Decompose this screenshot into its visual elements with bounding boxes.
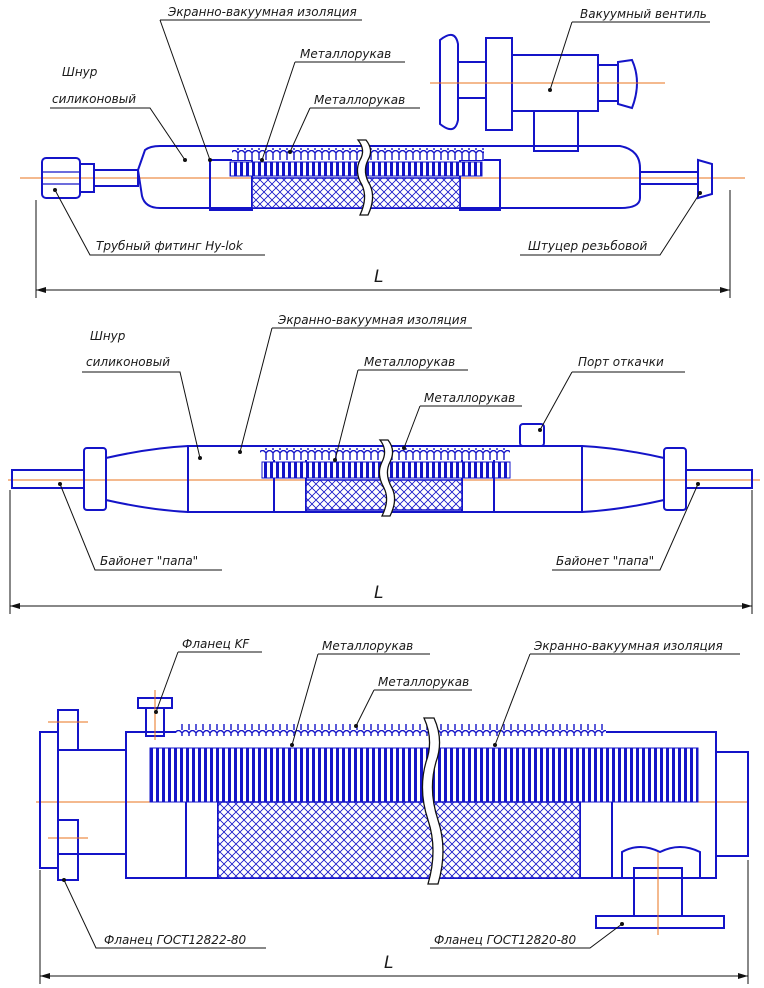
- flange-gost-12820: [595, 846, 725, 935]
- label-cord-line2: силиконовый: [86, 355, 170, 369]
- label-metal-hose-1: Металлорукав: [322, 639, 413, 653]
- label-shield-insulation: Экранно-вакуумная изоляция: [277, 313, 467, 327]
- label-metal-hose-2: Металлорукав: [378, 675, 469, 689]
- threaded-nipple: [639, 158, 713, 200]
- label-metal-hose-2: Металлорукав: [314, 93, 405, 107]
- label-metal-hose-1: Металлорукав: [364, 355, 455, 369]
- label-threaded-nipple: Штуцер резьбовой: [528, 239, 648, 253]
- label-bayonet-right: Байонет "папа": [556, 554, 654, 568]
- label-kf-flange: Фланец KF: [182, 637, 250, 651]
- metal-hose-inner: [229, 161, 483, 177]
- diagram-hose-bayonet: Шнур силиконовый Экранно-вакуумная изоля…: [8, 313, 760, 614]
- label-bayonet-left: Байонет "папа": [100, 554, 198, 568]
- break-mark: [421, 717, 444, 885]
- dimension-line-1: [35, 190, 731, 298]
- hylok-fitting: [41, 157, 139, 199]
- braid-hatching: [217, 801, 581, 879]
- dimension-line-3: [39, 860, 749, 984]
- label-vacuum-valve: Вакуумный вентиль: [580, 7, 707, 21]
- label-cord-line1: Шнур: [62, 65, 98, 79]
- break-mark: [356, 139, 374, 216]
- label-flange-12820: Фланец ГОСТ12820-80: [434, 933, 577, 947]
- leaders-3: [62, 651, 740, 949]
- dimension-line-2: [9, 490, 753, 614]
- bayonet-right: [581, 444, 753, 514]
- diagram-hose-hylok: Экранно-вакуумная изоляция Металлорукав …: [20, 5, 745, 298]
- leaders-2: [58, 327, 700, 571]
- label-cord-line2: силиконовый: [52, 92, 136, 106]
- label-pipe-fitting: Трубный фитинг Hy-lok: [96, 239, 244, 253]
- bayonet-left: [11, 444, 189, 514]
- break-mark: [378, 439, 396, 517]
- diagram-hose-flanged: Фланец KF Металлорукав Металлорукав Экра…: [36, 637, 749, 984]
- label-shield-insulation: Экранно-вакуумная изоляция: [167, 5, 357, 19]
- braid-hatching: [305, 479, 463, 511]
- dimension-label: L: [384, 953, 393, 973]
- label-cord-line1: Шнур: [90, 329, 126, 343]
- dimension-label: L: [374, 583, 383, 603]
- vacuum-valve: [430, 33, 665, 152]
- label-flange-12822: Фланец ГОСТ12822-80: [104, 933, 247, 947]
- flange-gost-12822: [39, 709, 127, 881]
- metal-hose-outer: [176, 724, 606, 736]
- dimension-label: L: [374, 267, 383, 287]
- label-shield-insulation: Экранно-вакуумная изоляция: [533, 639, 723, 653]
- metal-hose-outer: [232, 148, 484, 160]
- label-metal-hose-1: Металлорукав: [300, 47, 391, 61]
- label-metal-hose-2: Металлорукав: [424, 391, 515, 405]
- braid-hatching: [251, 177, 461, 209]
- label-pump-port: Порт откачки: [578, 355, 664, 369]
- leaders-1: [50, 19, 710, 256]
- kf-flange: [137, 690, 173, 740]
